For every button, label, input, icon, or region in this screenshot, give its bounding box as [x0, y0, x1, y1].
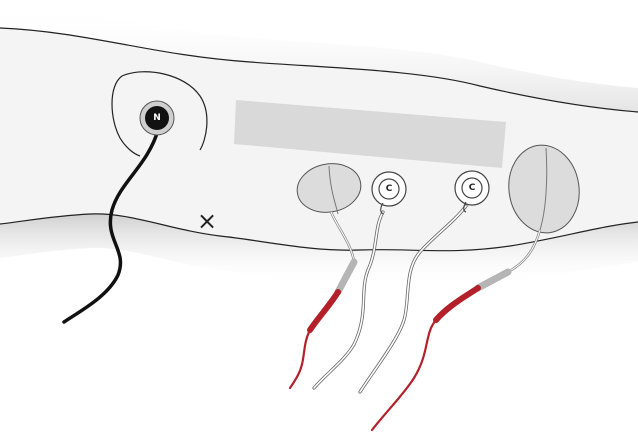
neutral-electrode: N [140, 101, 174, 135]
current-electrode-left-label: C [386, 184, 393, 194]
neutral-electrode-label: N [153, 113, 161, 123]
red-connector [436, 288, 478, 320]
red-connector [310, 292, 338, 330]
current-electrode-right-label: C [469, 183, 476, 193]
position-marker: × [197, 207, 217, 235]
